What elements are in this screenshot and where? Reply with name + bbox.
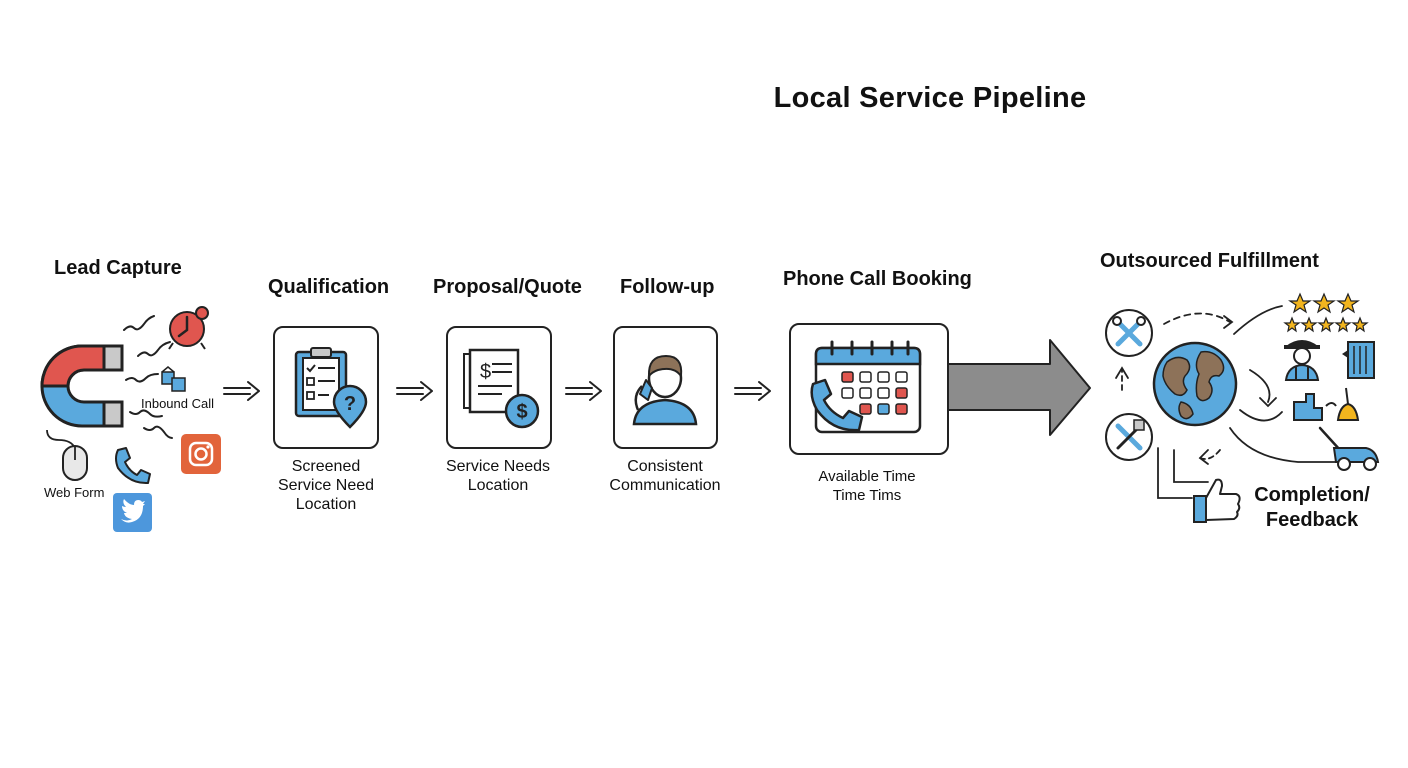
globe-icon	[1152, 341, 1238, 427]
alarm-clock-icon	[168, 306, 209, 350]
caption-line: Location	[295, 496, 357, 513]
svg-text:$: $	[480, 361, 491, 383]
mouse-icon	[46, 429, 88, 481]
instagram-icon	[181, 434, 221, 474]
cleaning-tools-icon	[1105, 413, 1153, 461]
flow-arrow-4	[734, 381, 771, 401]
boxes-icon	[161, 366, 186, 392]
inbound-call-label: Inbound Call	[141, 396, 214, 411]
twitter-icon	[113, 493, 152, 532]
magnet-icon	[40, 344, 124, 428]
stage-label-fulfillment: Outsourced Fulfillment	[1100, 250, 1319, 272]
worker-icon	[1284, 340, 1320, 381]
svg-text:$: $	[516, 401, 527, 423]
caption-line: Time Tims	[832, 487, 902, 504]
phone-icon	[115, 447, 151, 485]
big-flow-arrow	[947, 339, 1091, 436]
flow-arrow-2	[396, 381, 433, 401]
caption-line: Consistent	[627, 458, 703, 475]
cleaning-supplies-icon	[1293, 387, 1360, 421]
attraction-squiggles	[123, 315, 173, 439]
dollar-coin-icon: $	[504, 393, 540, 429]
caption-line: Communication	[609, 477, 721, 494]
flow-arrow-1	[223, 381, 260, 401]
caption-line: Service Need	[277, 477, 375, 494]
phone-booking-caption: Available Time Time Tims	[792, 467, 942, 505]
completion-line: Completion/	[1254, 484, 1370, 506]
caption-line: Location	[467, 477, 529, 494]
completion-feedback-label: Completion/ Feedback	[1246, 483, 1378, 533]
stage-label-follow-up: Follow-up	[620, 276, 715, 298]
qualification-caption: Screened Service Need Location	[256, 457, 396, 514]
phone-handset-icon	[810, 378, 864, 432]
stage-label-phone-booking: Phone Call Booking	[783, 268, 972, 290]
stars-icon	[1283, 292, 1369, 333]
caption-line: Available Time	[818, 468, 916, 485]
flow-arrow-3	[565, 381, 602, 401]
caption-line: Screened	[291, 458, 361, 475]
appliance-icon	[1342, 341, 1375, 379]
calendar-icon	[814, 340, 922, 434]
location-pin-icon: ?	[332, 384, 368, 429]
stage-label-lead-capture: Lead Capture	[54, 257, 182, 279]
person-on-phone-icon	[632, 354, 698, 426]
lawn-mower-icon	[1318, 426, 1380, 471]
stage-label-proposal: Proposal/Quote	[433, 276, 582, 298]
page-title: Local Service Pipeline	[773, 82, 1087, 114]
caption-line: Service Needs	[445, 458, 551, 475]
tools-icon	[1105, 309, 1153, 357]
proposal-caption: Service Needs Location	[428, 457, 568, 495]
svg-text:?: ?	[344, 393, 356, 415]
completion-line: Feedback	[1265, 509, 1359, 531]
stage-label-qualification: Qualification	[268, 276, 390, 298]
fulfillment-cycle-lines	[1115, 305, 1337, 499]
follow-up-caption: Consistent Communication	[595, 457, 735, 495]
thumbs-up-icon	[1193, 478, 1241, 523]
web-form-label: Web Form	[44, 485, 105, 500]
